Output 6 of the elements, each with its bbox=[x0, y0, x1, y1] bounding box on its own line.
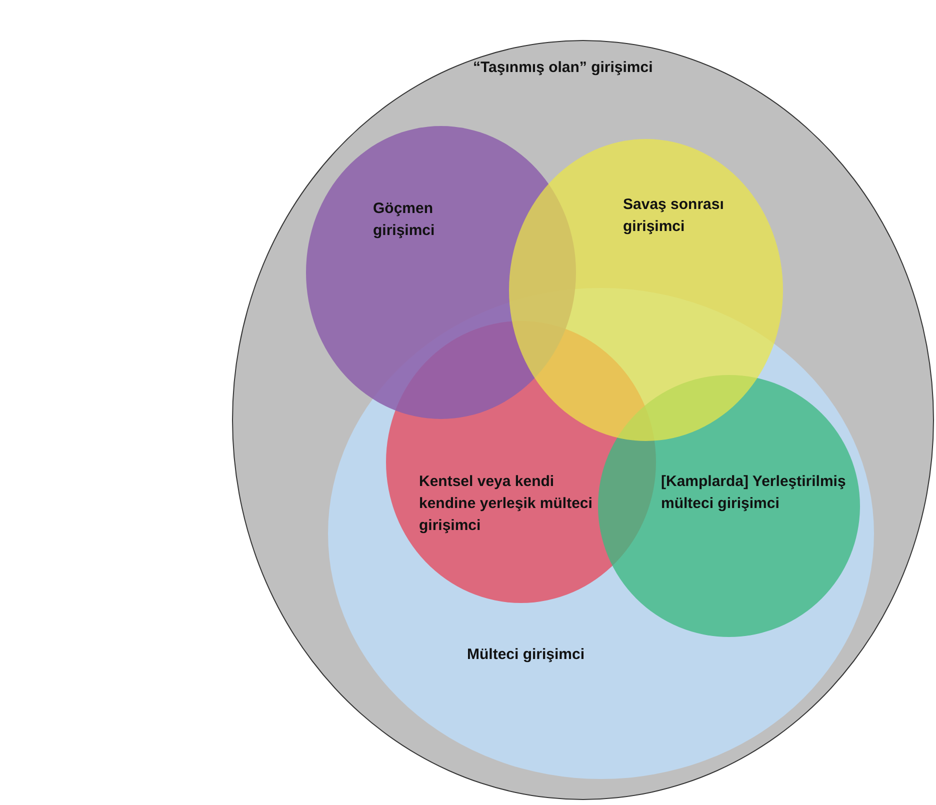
set-label: “Taşınmış olan” girişimci bbox=[473, 58, 654, 78]
set-label: [Kamplarda] Yerleştirilmiş mülteci girişimci bbox=[661, 472, 847, 514]
set-label: Mülteci girişimci bbox=[467, 645, 586, 665]
set-label: Kentsel veya kendi kendine yerleşik mülteci girişimci bbox=[419, 472, 594, 536]
set-label: Savaş sonrası girişimci bbox=[623, 195, 725, 237]
set-label: Göçmen girişimci bbox=[373, 199, 436, 241]
